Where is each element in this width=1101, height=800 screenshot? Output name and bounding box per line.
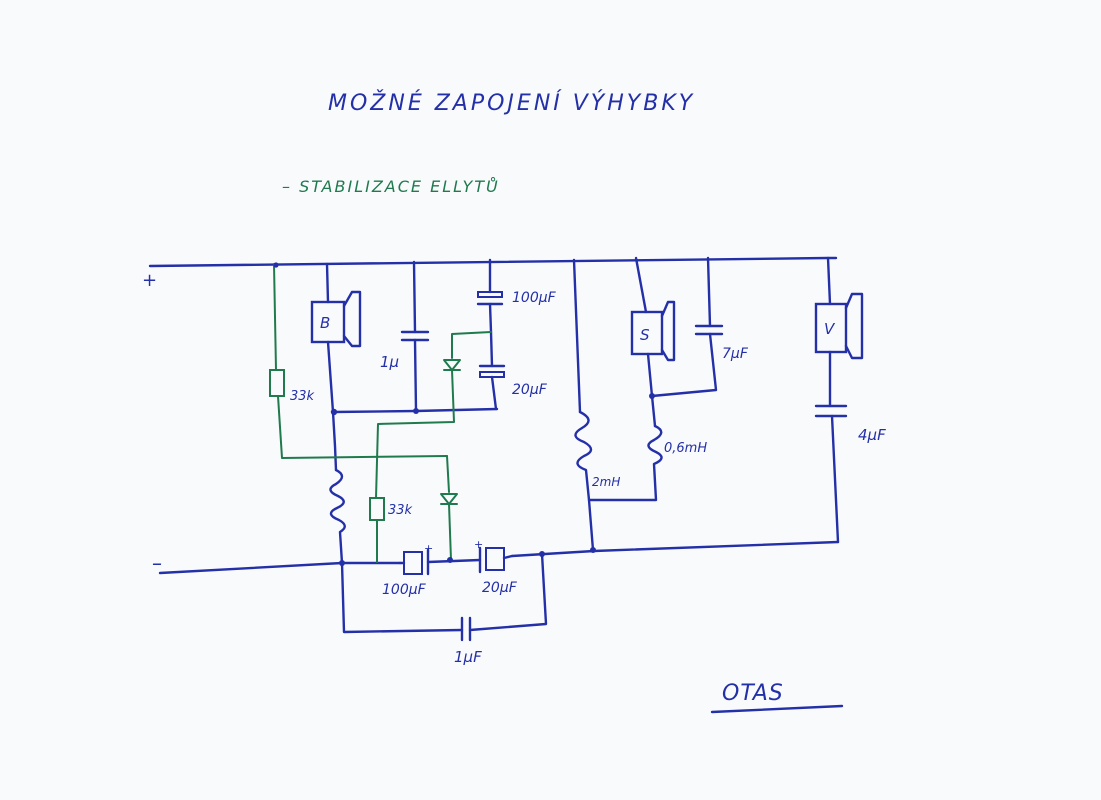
coil-0-6mH: 0,6mH xyxy=(587,424,707,502)
capacitor-4uF-label: 4μF xyxy=(858,426,886,444)
junction-node xyxy=(413,408,419,414)
signature: OTAS xyxy=(710,681,844,714)
capacitor-100uF-bottom: + 100μF xyxy=(382,542,482,598)
resistor-33k-top-label: 33k xyxy=(290,389,315,404)
tweeter-speaker-label: V xyxy=(824,320,836,338)
diagram-subtitle: – STABILIZACE ELLYTŮ xyxy=(282,177,500,196)
positive-rail xyxy=(148,256,838,268)
capacitor-1uF-bottom: 1μF xyxy=(340,552,548,666)
junction-node xyxy=(447,557,453,563)
capacitor-7uF-label: 7μF xyxy=(722,346,749,362)
capacitor-100uF-bottom-label: 100μF xyxy=(382,582,427,598)
capacitor-1u-bass: 1μ xyxy=(380,260,430,413)
signature-text: OTAS xyxy=(722,681,784,706)
diagram-title: MOŽNÉ ZAPOJENÍ VÝHYBKY xyxy=(328,90,695,116)
capacitor-20uF-top: 20μF xyxy=(478,330,548,411)
capacitor-4uF: 4μF xyxy=(814,350,886,544)
capacitor-100uF-top: 100μF xyxy=(476,258,557,334)
stabilization-network: 33k 33k xyxy=(269,263,492,563)
bass-coil xyxy=(329,468,346,565)
coil-2mH: 2mH xyxy=(572,258,620,552)
svg-text:+: + xyxy=(474,538,483,551)
coil-0-6mH-label: 0,6mH xyxy=(664,441,707,456)
resistor-33k-mid-label: 33k xyxy=(388,503,413,518)
junction-node xyxy=(539,551,545,557)
junction-node xyxy=(339,560,345,566)
tweeter-speaker: V xyxy=(814,256,864,360)
svg-text:+: + xyxy=(424,542,433,555)
bass-speaker: B xyxy=(310,262,362,348)
negative-rail xyxy=(158,540,840,575)
junction-node xyxy=(649,393,655,399)
capacitor-20uF-bottom-label: 20μF xyxy=(482,580,518,596)
junction-node xyxy=(590,547,596,553)
junction-node xyxy=(273,262,279,268)
minus-terminal-label: – xyxy=(152,551,162,575)
capacitor-1u-label: 1μ xyxy=(380,353,399,371)
capacitor-20uF-top-label: 20μF xyxy=(512,382,548,398)
plus-terminal-label: + xyxy=(142,270,157,291)
junction-node xyxy=(330,408,338,416)
capacitor-7uF: 7μF xyxy=(650,256,749,398)
mid-speaker: S xyxy=(630,256,676,362)
capacitor-1uF-bottom-label: 1μF xyxy=(454,648,482,666)
capacitor-100uF-top-label: 100μF xyxy=(512,290,557,306)
capacitor-20uF-bottom: + 20μF xyxy=(474,538,518,596)
bass-speaker-label: B xyxy=(320,314,330,332)
coil-2mH-label: 2mH xyxy=(592,475,620,489)
mid-speaker-label: S xyxy=(640,326,650,344)
